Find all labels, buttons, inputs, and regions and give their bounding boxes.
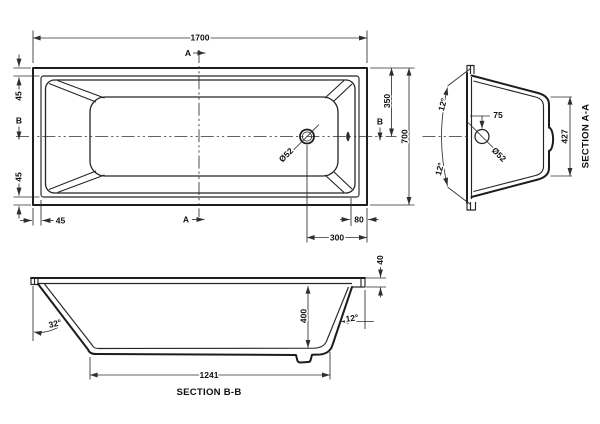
corner-fold-top-left (48, 79, 105, 103)
aa-dim-depth: 427 (560, 129, 570, 143)
aa-shell-outer (470, 74, 555, 198)
dim-rim-top: 45 (14, 91, 24, 101)
section-aa-title: SECTION A-A (581, 104, 592, 169)
bb-rim-end-left (30, 278, 39, 286)
dim-rim-end: 45 (56, 216, 66, 226)
dim-overall-width: 700 (400, 129, 410, 143)
corner-fold-bottom-left (48, 170, 105, 194)
bb-rim-height-extension-lines (366, 277, 386, 288)
overflow-marker (346, 131, 350, 142)
bb-shell-outer (37, 283, 353, 364)
bb-head-angle-arc (33, 327, 59, 336)
section-cut-label-a-top: A (185, 48, 191, 58)
bb-dim-rim-height: 40 (375, 255, 385, 265)
aa-drain-diameter-label: Ø52 (490, 145, 509, 164)
bb-angle-head: 32° (48, 317, 63, 330)
drain-diameter-label: Ø52 (277, 146, 296, 165)
dim-center-width: 350 (382, 94, 392, 108)
bb-shell-inner (44, 283, 350, 350)
rim-end-extension-lines (32, 200, 42, 226)
aa-shell-inner (473, 80, 545, 193)
drain-outer-circle (299, 128, 315, 145)
drain-inner-circle (301, 131, 313, 142)
section-aa: 12° 12° Ø52 75 427 SECTION A-A (422, 64, 592, 211)
aa-angle-top: 12° (436, 96, 449, 112)
aa-angle-ref-bottom (447, 186, 471, 205)
corner-fold-top-right (324, 80, 353, 102)
bb-dim-base-length: 1241 (200, 370, 219, 380)
plan-view: Ø52 A A B B 1700 45 45 45 80 (13, 30, 415, 244)
dim-rim-bottom: 45 (14, 172, 24, 182)
section-cut-label-b-left: B (16, 116, 22, 126)
dim-drain-to-end: 300 (330, 233, 344, 243)
aa-angle-bottom: 12° (433, 161, 446, 177)
rim-bottom-extension-lines (13, 196, 40, 206)
bb-rim-end-right (352, 278, 366, 288)
corner-fold-bottom-right (324, 171, 353, 193)
aa-angle-arc (441, 87, 449, 187)
section-bb-title: SECTION B-B (176, 387, 241, 398)
aa-flange-tab-top (466, 64, 475, 74)
aa-flange-tab-bottom (466, 202, 477, 211)
bb-dim-inner-depth: 400 (299, 309, 309, 323)
aa-dim-drain-offset: 75 (493, 110, 503, 120)
section-cut-label-b-right: B (377, 117, 383, 127)
dim-drain-to-edge: 80 (354, 215, 364, 225)
aa-drain-offset-dim (470, 115, 490, 129)
aa-angle-ref-top (447, 68, 471, 87)
drain-leader-line (290, 124, 320, 154)
dim-overall-length: 1700 (191, 33, 210, 43)
section-bb: 32° 12° 400 40 1241 SECTION B-B (30, 255, 386, 398)
section-cut-label-a-bottom: A (183, 215, 189, 225)
bb-angle-foot: 12° (345, 312, 360, 324)
tub-rim-inner-edge (40, 75, 360, 198)
rim-top-extension-lines (13, 67, 40, 77)
